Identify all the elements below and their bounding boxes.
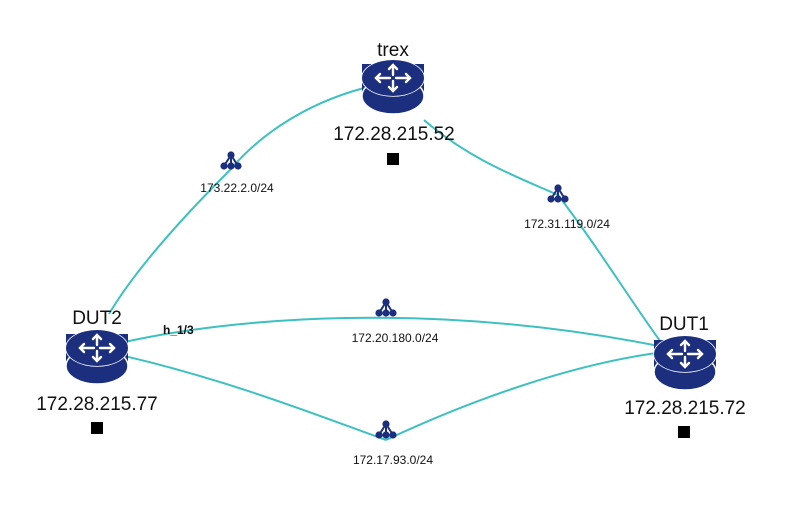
link-dut2-net17220-dut1[interactable] bbox=[119, 316, 665, 348]
router-icon bbox=[652, 334, 718, 392]
status-square-icon[interactable] bbox=[678, 426, 690, 438]
network-hub-icon bbox=[374, 297, 398, 318]
network-label: 173.22.2.0/24 bbox=[200, 181, 274, 195]
link-net173-dut2[interactable] bbox=[108, 169, 231, 315]
status-square-icon[interactable] bbox=[91, 422, 103, 434]
network-172-20-180-0[interactable]: 172.20.180.0/24 bbox=[352, 297, 439, 345]
node-trex[interactable]: trex 172.28.215.52 bbox=[333, 40, 455, 165]
links bbox=[108, 87, 665, 441]
link-trex-net173[interactable] bbox=[229, 87, 365, 171]
network-173-22-2-0[interactable]: 173.22.2.0/24 bbox=[200, 150, 274, 195]
node-dut2[interactable]: DUT2 172.28.215.77 bbox=[36, 308, 158, 434]
network-hub-icon bbox=[546, 183, 570, 204]
node-ip: 172.28.215.77 bbox=[36, 394, 158, 415]
network-hub-icon bbox=[374, 419, 398, 440]
link-net17217-dut1[interactable] bbox=[385, 351, 665, 441]
router-icon bbox=[360, 58, 426, 116]
link-dut2-net17217[interactable] bbox=[119, 354, 387, 441]
network-172-17-93-0[interactable]: 172.17.93.0/24 bbox=[353, 419, 433, 467]
network-label: 172.17.93.0/24 bbox=[353, 453, 433, 467]
node-name: DUT1 bbox=[659, 314, 709, 335]
node-ip: 172.28.215.52 bbox=[333, 124, 455, 145]
link-trex-net17231[interactable] bbox=[423, 119, 559, 196]
network-label: 172.31.119.0/24 bbox=[524, 217, 610, 231]
node-dut1[interactable]: DUT1 172.28.215.72 bbox=[624, 314, 746, 438]
port-label: h_1/3 bbox=[163, 323, 194, 337]
node-name: DUT2 bbox=[72, 308, 122, 329]
status-square-icon[interactable] bbox=[387, 153, 399, 165]
node-name: trex bbox=[377, 40, 409, 61]
network-172-31-119-0[interactable]: 172.31.119.0/24 bbox=[524, 183, 610, 231]
router-icon bbox=[64, 328, 130, 386]
link-net17231-dut1[interactable] bbox=[557, 194, 664, 346]
network-label: 172.20.180.0/24 bbox=[352, 331, 439, 345]
node-ip: 172.28.215.72 bbox=[624, 398, 746, 419]
